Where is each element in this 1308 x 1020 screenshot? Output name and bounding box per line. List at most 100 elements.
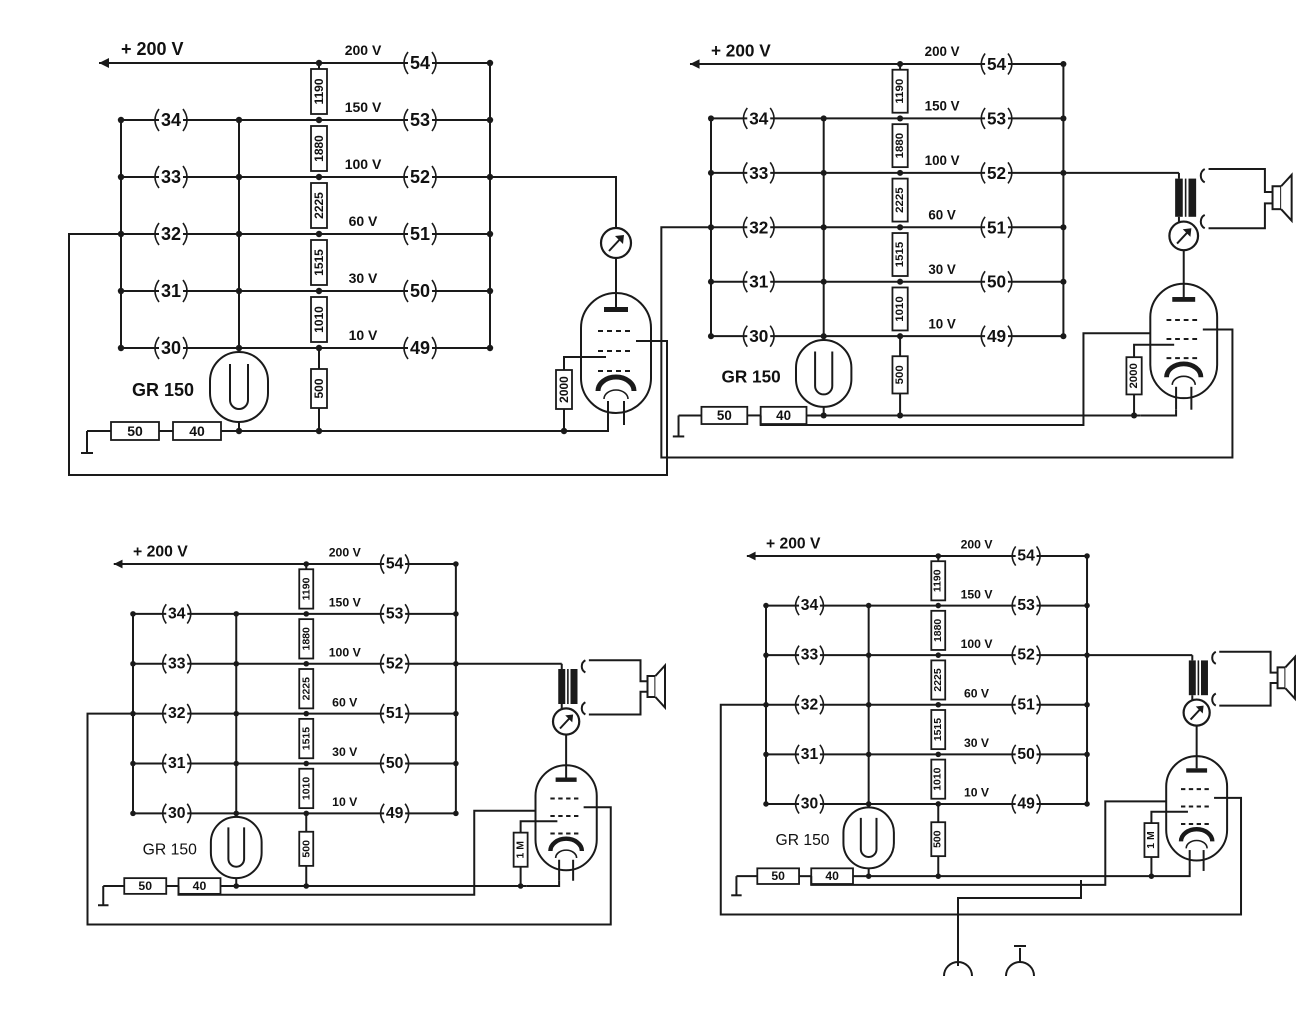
terminal-bracket: [1007, 325, 1013, 348]
tube-cathode: [1164, 361, 1204, 378]
terminal: 49: [1011, 793, 1041, 814]
supply-label: + 200 V: [711, 41, 771, 61]
wire: [1157, 870, 1191, 878]
terminal-bracket: [742, 161, 748, 184]
terminal-number: 33: [168, 655, 186, 672]
meter-symbol: [1182, 698, 1211, 727]
terminal-bracket: [1011, 793, 1017, 814]
tube-envelope: [842, 806, 895, 870]
terminal-number: 54: [386, 556, 404, 573]
resistor-value: 1880: [933, 619, 944, 642]
terminal-gap: [747, 224, 771, 231]
resistor-value: 2225: [300, 677, 312, 701]
supply-label: + 200 V: [133, 543, 188, 560]
terminal: 49: [379, 803, 410, 824]
terminal-bracket: [404, 753, 410, 774]
junction-dot: [763, 801, 769, 807]
junction-dot: [1131, 412, 1138, 419]
terminal-gap: [1015, 751, 1037, 757]
terminal: 32: [161, 703, 192, 724]
wire: [588, 659, 648, 683]
terminal-number: 30: [801, 795, 819, 812]
terminal-gap: [408, 231, 432, 237]
terminal-bracket: [794, 744, 800, 765]
terminal-bracket: [1007, 53, 1013, 75]
terminal-bracket: [980, 216, 986, 239]
tube-anode: [1186, 768, 1208, 773]
junction-dot: [1084, 553, 1090, 559]
resistor: 40: [759, 405, 808, 425]
resistor: 2225: [310, 182, 328, 229]
transformer-primary: [558, 669, 566, 704]
terminal-bracket: [431, 336, 437, 360]
resistor-value: 40: [189, 423, 205, 439]
regulator-label: GR 150: [721, 366, 780, 386]
terminal-number: 32: [168, 705, 186, 722]
terminal-bracket: [1007, 107, 1013, 130]
speaker-cone: [654, 662, 666, 711]
resistor-value: 2225: [312, 192, 326, 219]
junction-dot: [303, 660, 310, 667]
secondary-lead: [1199, 168, 1206, 184]
resistor-value: 50: [127, 423, 143, 439]
supply-arrow: [113, 559, 123, 569]
terminal: 53: [379, 603, 410, 624]
ground-symbol: [98, 886, 109, 907]
terminal: 34: [742, 107, 775, 130]
terminal-number: 50: [987, 272, 1006, 292]
terminal-bracket: [1011, 595, 1017, 616]
wire: [1150, 810, 1188, 824]
terminal: 50: [980, 270, 1013, 293]
transformer-secondary: [1201, 660, 1208, 696]
meter-symbol: [1168, 220, 1200, 252]
terminal-bracket: [403, 279, 409, 303]
terminal: 53: [1011, 595, 1041, 616]
terminal-bracket: [980, 270, 986, 293]
terminal-number: 51: [410, 224, 430, 244]
tube-heater: [554, 849, 578, 859]
terminal-number: 51: [987, 217, 1007, 237]
terminal: 32: [742, 216, 775, 239]
terminal: 51: [1011, 694, 1041, 715]
cathode-bias-wire: [177, 809, 536, 896]
meter-arrowhead: [615, 235, 624, 244]
terminal-bracket: [819, 694, 825, 715]
terminal-gap: [1015, 702, 1037, 708]
regulator-tube: [209, 815, 263, 880]
terminal-number: 54: [1017, 548, 1035, 565]
tap-voltage: 10 V: [964, 786, 990, 800]
tube-envelope: [209, 351, 269, 423]
junction-dot: [130, 810, 136, 817]
meter-arrowhead: [1195, 705, 1204, 714]
terminal-bracket: [403, 108, 409, 132]
speaker-cone: [1284, 654, 1296, 702]
partial-circle: [943, 961, 973, 977]
meter-arrowhead: [565, 714, 574, 723]
terminal-number: 51: [386, 705, 404, 722]
terminal-bracket: [819, 595, 825, 616]
terminal: 52: [379, 653, 410, 674]
terminal-gap: [799, 801, 820, 807]
terminal-gap: [159, 345, 183, 351]
resistor-body: [298, 767, 315, 810]
secondary-lead: [580, 659, 586, 674]
terminal: 49: [980, 325, 1013, 348]
speaker-cone: [1280, 172, 1293, 224]
terminal-bracket: [1011, 545, 1017, 567]
terminal-bracket: [769, 270, 775, 293]
terminal-number: 49: [386, 805, 404, 822]
tap-voltage: 100 V: [345, 156, 382, 172]
terminal-gap: [384, 810, 406, 816]
terminal-bracket: [1035, 645, 1041, 666]
terminal: 50: [1011, 744, 1041, 765]
speaker-magnet: [646, 675, 657, 698]
terminal-gap: [985, 61, 1009, 67]
tap-voltage: 30 V: [964, 736, 990, 750]
pentode-tube: [1149, 282, 1219, 410]
terminal-gap: [747, 170, 771, 176]
terminal-bracket: [794, 694, 800, 715]
resistor-body: [310, 182, 328, 229]
transformer-primary: [1188, 660, 1196, 696]
terminal-gap: [985, 333, 1009, 340]
